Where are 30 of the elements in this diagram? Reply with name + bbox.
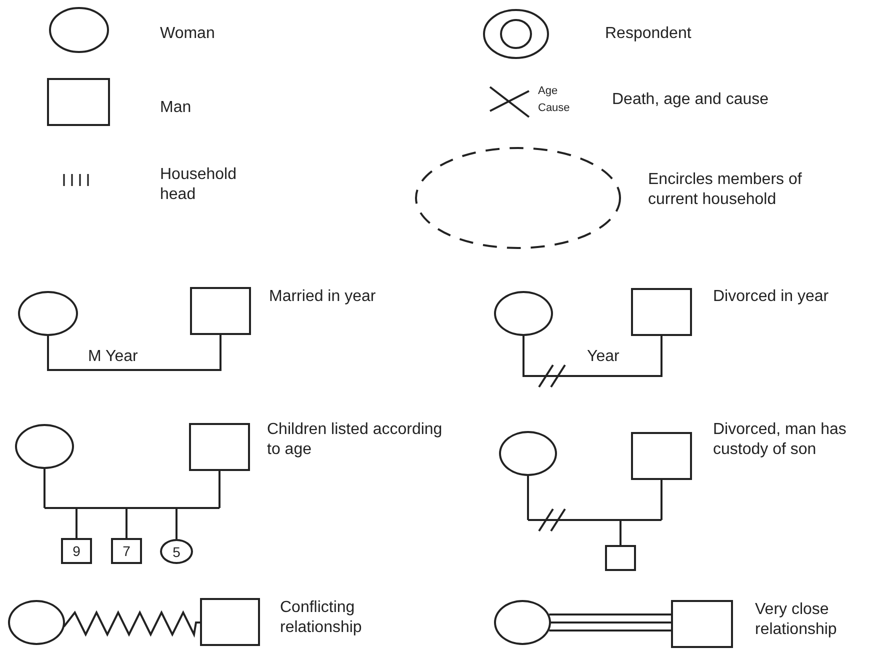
description-text: Conflicting relationship xyxy=(280,598,363,638)
square-symbol xyxy=(605,545,636,571)
legend-text: Woman xyxy=(160,24,216,44)
child-square-symbol: 7 xyxy=(111,538,142,564)
connector-line xyxy=(63,610,200,638)
square-symbol xyxy=(671,600,733,648)
description-text: Divorced, man has custody of son xyxy=(713,420,848,460)
legend-text: Respondent xyxy=(605,24,692,44)
legend-text: Death, age and cause xyxy=(612,90,770,110)
square-symbol xyxy=(631,288,692,336)
description-text: Very close relationship xyxy=(755,600,838,640)
square-symbol xyxy=(190,287,251,335)
child-ellipse-symbol: 5 xyxy=(160,539,193,564)
description-text: Divorced in year xyxy=(713,287,830,307)
legend-text: Encircles members of current household xyxy=(648,170,803,210)
connector-line xyxy=(527,475,662,546)
square-symbol xyxy=(189,423,250,471)
square-symbol xyxy=(631,432,692,480)
symbol-note: Age xyxy=(538,84,558,99)
legend-text: Household head xyxy=(160,165,238,205)
connector-line xyxy=(47,335,222,371)
child-square-symbol: 9 xyxy=(61,538,92,564)
square-symbol xyxy=(200,598,260,646)
legend-text: Man xyxy=(160,98,192,118)
description-text: Married in year xyxy=(269,287,377,307)
connector-line xyxy=(548,614,672,632)
description-text: Children listed according to age xyxy=(267,420,444,460)
symbol-note: Cause xyxy=(538,101,570,116)
connector-line xyxy=(522,335,662,388)
connector-line xyxy=(44,468,220,540)
